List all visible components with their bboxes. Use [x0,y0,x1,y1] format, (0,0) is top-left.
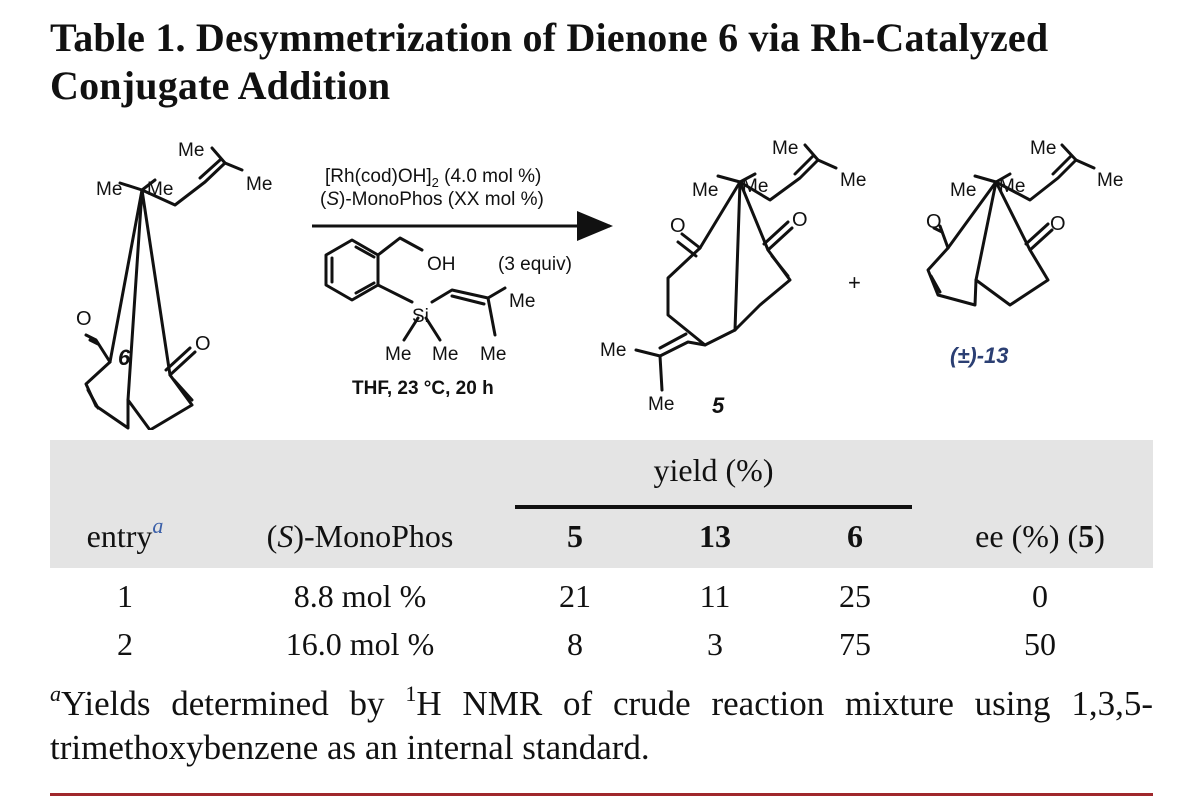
compound-6-structure: O O Me Me Me Me 6 [76,140,272,430]
conditions-text: THF, 23 °C, 20 h [352,378,494,399]
header-yield-13: 13 [699,518,731,554]
row2-yield-5: 8 [567,626,583,662]
plus-sign: + [848,270,861,295]
reagent-stereo: S [326,189,339,210]
compound-6-me2: Me [147,179,173,200]
reagent-rh: [Rh(cod)OH] [325,166,432,187]
silane-me-vinyl: Me [509,291,535,312]
header-yield-5: 5 [567,518,583,554]
row1-monophos: 8.8 mol % [293,578,427,614]
table-title: Table 1. Desymmetrization of Dienone 6 v… [50,15,1049,108]
compound-6-me3: Me [178,140,204,161]
compound-5-me5: Me [600,340,626,361]
reagent-rh-subscript: 2 [432,175,439,190]
compound-13-o-right: O [1050,213,1066,235]
silane-me1: Me [385,344,411,365]
silane-equiv: (3 equiv) [498,254,572,275]
compound-6-o-right: O [195,333,211,355]
reaction-scheme: O O Me Me Me Me 6 [Rh(cod)OH]2 (4.0 mol … [0,130,1200,430]
row2-monophos: 16.0 mol % [285,626,435,662]
compound-6-label: 6 [118,345,131,370]
silane-me3: Me [480,344,506,365]
compound-13-o-left: O [926,211,942,233]
header-yield-6: 6 [847,518,863,554]
header-ee: ee (%) (5) [975,518,1105,554]
scheme-svg: O O Me Me Me Me 6 [Rh(cod)OH]2 (4.0 mol … [76,138,1123,430]
compound-13-label: (±)-13 [950,343,1009,368]
silane-oh: OH [427,254,456,275]
row2-yield-6: 75 [839,626,871,662]
row2-yield-13: 3 [707,626,723,662]
silane-si: Si [412,306,429,327]
svg-text:(S)-MonoPhos (XX mol %): (S)-MonoPhos (XX mol %) [320,189,544,210]
bottom-rule [50,793,1153,796]
row2-entry: 2 [117,626,133,662]
compound-13-me1: Me [950,180,976,201]
table-footnote: aYields determined by 1H NMR of crude re… [50,681,1153,768]
compound-5-me6: Me [648,394,674,415]
footnote-isotope: 1 [405,681,417,706]
svg-text:[Rh(cod)OH]2 (4.0 mol %): [Rh(cod)OH]2 (4.0 mol %) [325,166,541,190]
compound-5-o-left: O [670,215,686,237]
yield-group-header: yield (%) [653,452,774,488]
compound-6-o-left: O [76,308,92,330]
row1-yield-13: 11 [699,578,731,614]
reaction-conditions: [Rh(cod)OH]2 (4.0 mol %) (S)-MonoPhos (X… [312,166,613,241]
compound-13-structure: O O Me Me Me Me (±)-13 [926,138,1123,368]
silane-me2: Me [432,344,458,365]
table-header-band [50,440,1153,568]
row1-yield-6: 25 [839,578,871,614]
yield-header-rule [515,505,912,509]
compound-5-label: 5 [712,393,725,418]
compound-13-me3: Me [1030,138,1056,159]
header-monophos: (S)-MonoPhos [266,518,454,554]
reagent-monophos: -MonoPhos (XX mol %) [345,189,544,210]
compound-6-me4: Me [246,174,272,195]
compound-5-me2: Me [742,176,768,197]
row1-entry: 1 [117,578,133,614]
compound-5-me1: Me [692,180,718,201]
compound-5-structure: O O Me Me Me Me Me Me 5 [600,138,866,418]
row1-ee: 0 [1032,578,1048,614]
row2-ee: 50 [1024,626,1056,662]
compound-13-me4: Me [1097,170,1123,191]
compound-13-me2: Me [999,176,1025,197]
compound-5-o-right: O [792,209,808,231]
compound-5-me3: Me [772,138,798,159]
header-entry: entrya [86,513,164,555]
silane-reagent-structure: OH (3 equiv) Si Me Me Me Me THF, 23 °C, … [324,236,572,399]
footnote-mark: a [50,681,61,706]
row1-yield-5: 21 [559,578,591,614]
compound-5-me4: Me [840,170,866,191]
compound-6-me1: Me [96,179,122,200]
reagent-rh-loading: (4.0 mol %) [439,166,541,187]
entry-footnote-mark: a [152,513,164,538]
